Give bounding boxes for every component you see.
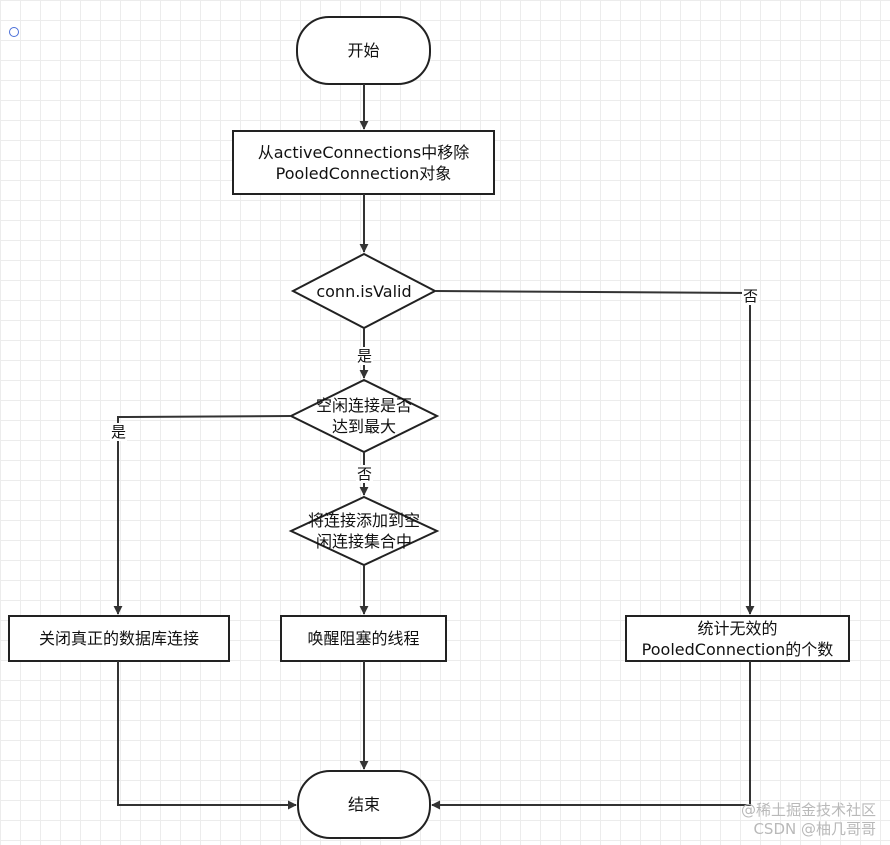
edge-label-valid-yes: 是 [356,347,374,365]
watermark-line-2: CSDN @柚几哥哥 [753,820,876,838]
edge-close-to-end [117,661,297,810]
add-idle-decision[interactable] [288,495,440,567]
start-node[interactable] [296,16,431,85]
check-valid-decision[interactable] [290,252,438,330]
edge-label-full-yes: 是 [110,423,128,441]
watermark: @稀土掘金技术社区 CSDN @柚几哥哥 [741,801,876,839]
anchor-handle-icon[interactable] [9,27,19,37]
edge-label-full-no: 否 [356,465,374,483]
check-idle-full-decision[interactable] [288,378,440,454]
end-node[interactable] [297,770,431,839]
count-invalid-node[interactable] [625,615,850,662]
edge-label-valid-no: 否 [742,287,760,305]
edge-full-yes [113,415,292,615]
close-real-node[interactable] [8,615,230,662]
edge-count-to-end [431,661,751,810]
edge-valid-no [434,290,755,615]
watermark-line-1: @稀土掘金技术社区 [740,801,876,819]
wake-threads-node[interactable] [280,615,447,662]
remove-node[interactable] [232,130,495,195]
